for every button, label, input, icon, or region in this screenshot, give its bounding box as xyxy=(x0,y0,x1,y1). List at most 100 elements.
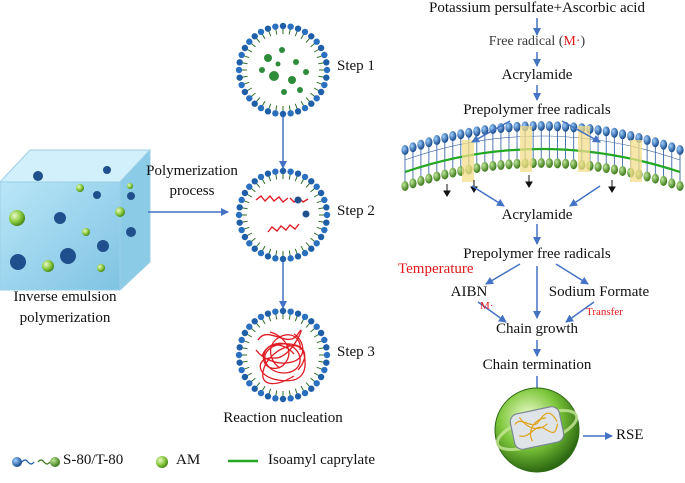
rse-label: RSE xyxy=(616,427,644,443)
surfactant-head xyxy=(241,373,249,381)
surfactant-head xyxy=(308,245,315,252)
bilayer-head-top xyxy=(610,127,618,138)
surfactant-head xyxy=(251,318,258,325)
surfactant-head xyxy=(301,28,309,36)
surfactant-head xyxy=(251,245,258,252)
bilayer-head-top xyxy=(659,139,668,150)
surfactant-head xyxy=(235,351,243,359)
bilayer-head-bottom xyxy=(651,173,659,184)
legend-am-icon xyxy=(156,456,168,468)
bilayer-head-bottom xyxy=(643,171,651,182)
surfactant-head xyxy=(287,308,294,315)
micelle-step1 xyxy=(235,22,331,118)
surfactant-head xyxy=(236,359,243,366)
bilayer-head-bottom xyxy=(570,159,578,170)
chain-growth-label: Chain growth xyxy=(495,321,579,337)
bilayer-head-bottom xyxy=(659,175,668,186)
sodium-formate-label: Sodium Formate xyxy=(548,284,650,300)
surfactant-head xyxy=(294,25,302,32)
surfactant-head xyxy=(321,336,328,344)
bilayer-head-top xyxy=(643,135,651,146)
bilayer-head-top xyxy=(505,122,513,133)
bilayer-head-top xyxy=(602,126,610,137)
surfactant-head xyxy=(313,323,320,330)
prepolymer-label-2: Prepolymer free radicals xyxy=(463,246,611,262)
initiators-label: Potassium persulfate+Ascorbic acid xyxy=(429,0,645,16)
surfactant-head xyxy=(308,100,315,107)
bilayer-head-top xyxy=(417,139,425,150)
bilayer-head-bottom xyxy=(594,161,602,172)
step1-label: Step 1 xyxy=(337,58,375,74)
surfactant-head xyxy=(272,110,279,117)
bilayer-head-bottom xyxy=(433,171,441,182)
transfer-label: Transfer xyxy=(586,306,623,318)
legend-surfactant-label: S-80/T-80 xyxy=(63,452,124,468)
surfactant-head xyxy=(323,359,330,366)
surfactant-head xyxy=(321,51,328,59)
bilayer-head-top xyxy=(449,131,457,142)
surfactant-head xyxy=(246,183,253,190)
surfactant-head xyxy=(323,351,331,359)
surfactant-head xyxy=(279,167,287,175)
bilayer-head-bottom xyxy=(668,178,676,189)
surfactant-head xyxy=(246,95,253,102)
bilayer-head-top xyxy=(433,135,441,146)
surfactant-head xyxy=(287,110,294,117)
acrylamide-label-2: Acrylamide xyxy=(501,207,573,223)
cube-am-droplets xyxy=(9,183,133,272)
temperature-label: Temperature xyxy=(398,261,474,277)
surfactant-head xyxy=(264,108,272,115)
legend-surfactant-icon xyxy=(12,457,60,467)
surfactant-head xyxy=(236,59,243,66)
surfactant-head xyxy=(317,44,325,52)
surfactant-head xyxy=(236,344,243,351)
surfactant-head xyxy=(317,373,325,381)
surfactant-head xyxy=(317,189,325,197)
surfactant-head xyxy=(308,178,315,185)
bilayer-head-bottom xyxy=(417,175,425,186)
surfactant-head xyxy=(294,108,302,115)
surfactant-head xyxy=(264,253,272,260)
surfactant-head xyxy=(236,219,243,226)
bilayer-head-top xyxy=(627,131,635,142)
cube-micelles xyxy=(10,166,136,270)
surfactant-head xyxy=(294,253,302,260)
surfactant-head xyxy=(321,226,328,234)
bilayer-head-top xyxy=(465,127,473,138)
bilayer-head-top xyxy=(481,125,489,136)
bilayer-head-top xyxy=(513,121,521,132)
bilayer-head-bottom xyxy=(537,158,545,168)
bilayer-head-bottom xyxy=(449,167,457,178)
legend-am-label: AM xyxy=(176,452,201,468)
emulsion-cube xyxy=(0,148,152,292)
surfactant-head xyxy=(301,389,309,397)
surfactant-head xyxy=(323,344,330,351)
bilayer-head-top xyxy=(668,142,676,153)
bilayer-head-bottom xyxy=(545,158,553,169)
process-label-line1: Polymerization xyxy=(146,163,238,179)
surfactant-head xyxy=(287,255,294,262)
surfactant-head xyxy=(294,310,302,317)
surfactant-head xyxy=(272,395,279,402)
surfactant-head xyxy=(264,310,272,317)
surfactant-head xyxy=(257,28,265,36)
bilayer-head-top xyxy=(553,121,562,132)
surfactant-head xyxy=(246,38,253,45)
surfactant-bilayer xyxy=(401,121,684,191)
surfactant-head xyxy=(272,23,279,30)
surfactant-head xyxy=(238,51,245,59)
bilayer-head-bottom xyxy=(618,165,627,176)
surfactant-head xyxy=(308,318,315,325)
bilayer-head-bottom xyxy=(409,178,417,189)
surfactant-head xyxy=(321,81,328,89)
bilayer-head-bottom xyxy=(561,158,570,169)
surfactant-head xyxy=(279,307,287,315)
surfactant-head xyxy=(323,66,331,74)
micelle-step2 xyxy=(235,167,331,263)
surfactant-head xyxy=(308,33,315,40)
bilayer-head-bottom xyxy=(513,158,521,169)
surfactant-head xyxy=(323,219,330,226)
bilayer-head-bottom xyxy=(473,163,481,174)
surfactant-head xyxy=(235,66,243,74)
surfactant-head xyxy=(301,249,309,257)
